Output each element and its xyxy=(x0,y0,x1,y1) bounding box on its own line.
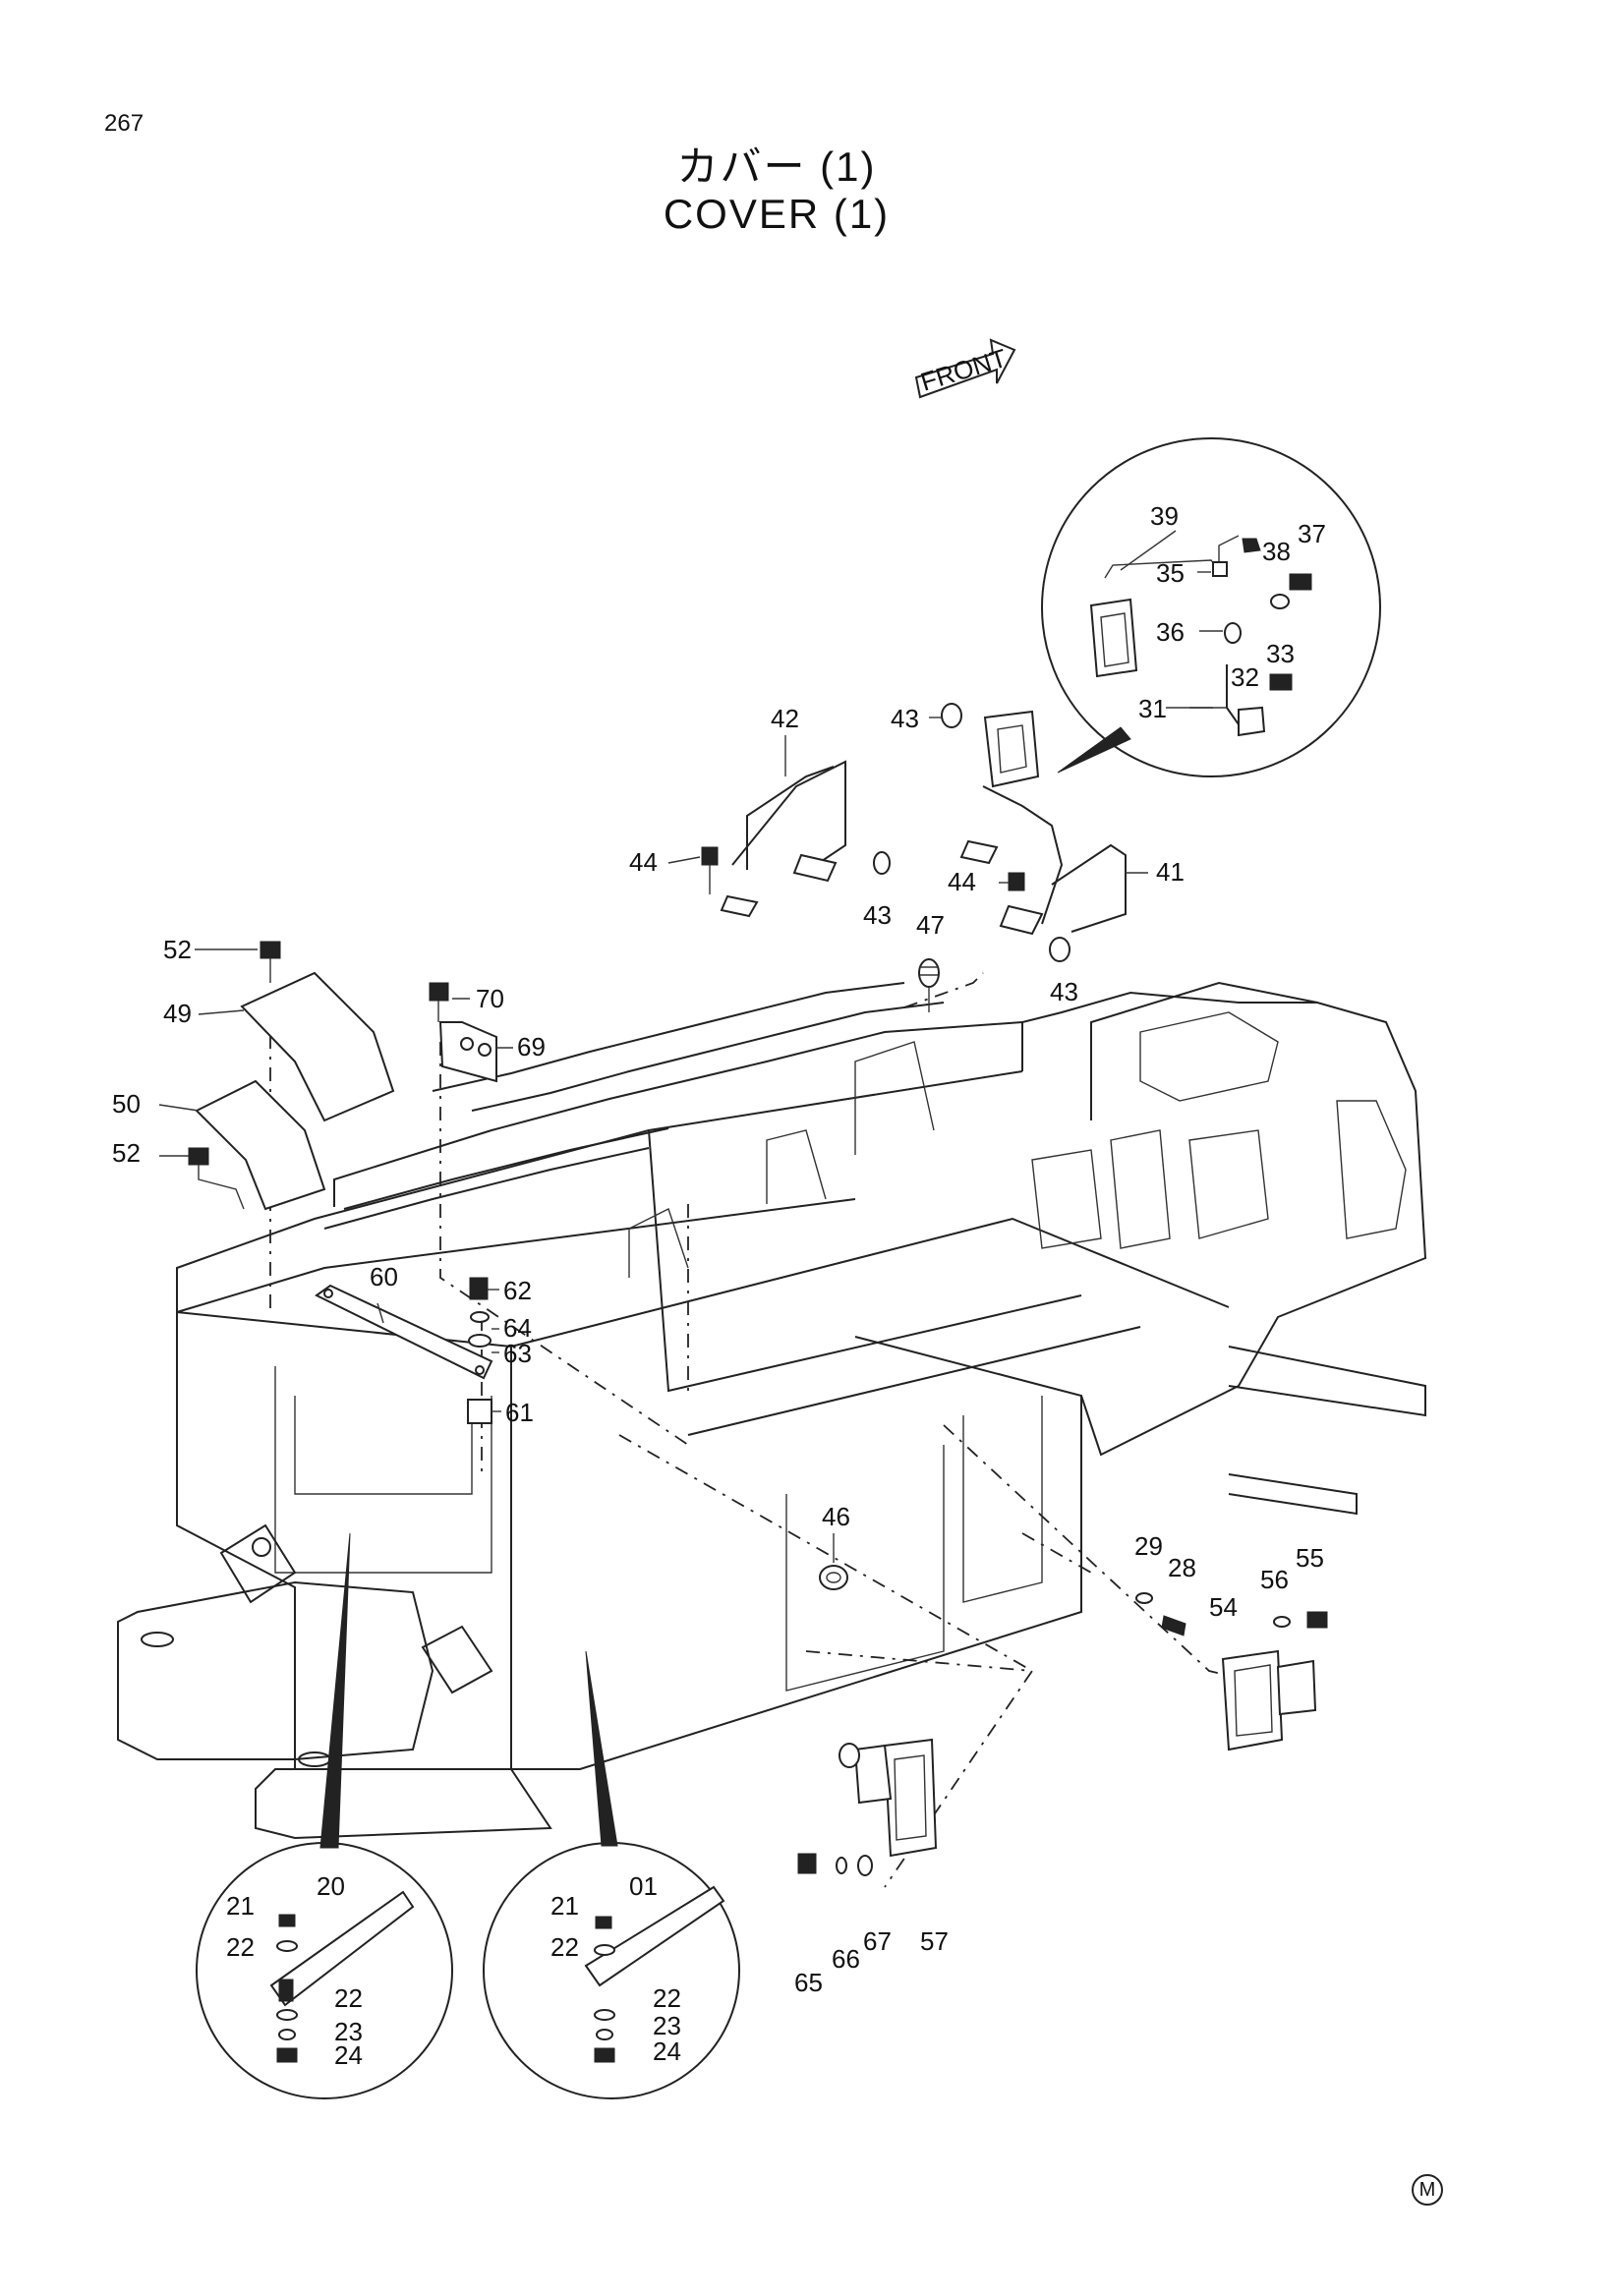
callout-23-right: 23 xyxy=(653,2011,681,2040)
callout-62: 62 xyxy=(503,1276,532,1305)
callout-21-left: 21 xyxy=(226,1891,255,1921)
callout-01: 01 xyxy=(629,1871,658,1901)
callout-43-right: 43 xyxy=(1050,977,1078,1006)
callout-33: 33 xyxy=(1266,639,1295,668)
machine-body xyxy=(117,981,1427,1840)
corner-mark: M xyxy=(1412,2174,1443,2206)
callout-57: 57 xyxy=(920,1926,949,1956)
callout-43-top: 43 xyxy=(891,704,919,733)
grommet-47 xyxy=(918,958,940,1012)
callout-22-right-lower: 22 xyxy=(653,1983,681,2013)
callout-23-left: 23 xyxy=(334,2017,363,2046)
front-arrow: FRONT xyxy=(914,338,1016,399)
callout-20: 20 xyxy=(317,1871,345,1901)
callout-67: 67 xyxy=(863,1926,892,1956)
plate-60 xyxy=(315,1277,493,1424)
callout-55: 55 xyxy=(1296,1543,1324,1573)
callout-44-right: 44 xyxy=(948,867,976,896)
callout-32: 32 xyxy=(1231,662,1259,692)
callout-37: 37 xyxy=(1298,519,1326,548)
lamp-assembly-57 xyxy=(797,1738,938,1876)
callout-64: 64 xyxy=(503,1313,532,1343)
page-number: 267 xyxy=(104,110,145,137)
lamp-assembly-54 xyxy=(1135,1592,1328,1751)
callout-41: 41 xyxy=(1156,857,1185,887)
page-title-english: COVER (1) xyxy=(663,191,891,237)
page-title-japanese: カバー (1) xyxy=(676,144,877,190)
assembly-lines xyxy=(269,972,1259,1888)
callout-36: 36 xyxy=(1156,617,1185,647)
callout-21-right: 21 xyxy=(550,1891,579,1921)
callout-56: 56 xyxy=(1260,1565,1289,1594)
callout-22-left-upper: 22 xyxy=(226,1932,255,1962)
callout-29: 29 xyxy=(1134,1531,1163,1561)
handrails xyxy=(701,703,1127,962)
callout-35: 35 xyxy=(1156,558,1185,588)
callout-52-top: 52 xyxy=(163,935,192,964)
callout-28: 28 xyxy=(1168,1553,1196,1582)
front-arrow-label: FRONT xyxy=(917,343,1011,397)
callout-38: 38 xyxy=(1262,537,1291,566)
callout-24-left: 24 xyxy=(334,2040,363,2070)
callout-60: 60 xyxy=(370,1262,398,1292)
callout-numbers: 52 49 50 52 70 69 44 42 43 43 44 41 43 4… xyxy=(112,501,1326,2070)
callout-22-left-lower: 22 xyxy=(334,1983,363,2013)
callout-44-left: 44 xyxy=(629,847,658,877)
callout-49: 49 xyxy=(163,999,192,1028)
callout-47: 47 xyxy=(916,910,945,940)
bracket-69 xyxy=(429,982,497,1083)
callout-52-bottom: 52 xyxy=(112,1138,141,1168)
callout-54: 54 xyxy=(1209,1592,1238,1622)
callout-39: 39 xyxy=(1150,501,1179,531)
callout-50: 50 xyxy=(112,1089,141,1119)
callout-43-middle: 43 xyxy=(863,900,892,930)
cover-49-50 xyxy=(188,941,395,1211)
callout-31: 31 xyxy=(1138,694,1167,723)
callout-63: 63 xyxy=(503,1339,532,1368)
callout-42: 42 xyxy=(771,704,799,733)
callout-70: 70 xyxy=(476,984,504,1013)
detail-circle-right xyxy=(483,1650,740,2099)
callout-69: 69 xyxy=(517,1032,546,1062)
callout-61: 61 xyxy=(505,1398,534,1427)
leader-lines xyxy=(158,530,1227,1412)
detail-circle-left xyxy=(196,1532,453,2099)
mirror-detail xyxy=(1041,437,1381,777)
callout-22-right-upper: 22 xyxy=(550,1932,579,1962)
callout-46: 46 xyxy=(822,1502,850,1531)
callout-66: 66 xyxy=(832,1944,860,1974)
grommet-46 xyxy=(819,1533,848,1590)
callout-65: 65 xyxy=(794,1968,823,1997)
callout-24-right: 24 xyxy=(653,2037,681,2066)
